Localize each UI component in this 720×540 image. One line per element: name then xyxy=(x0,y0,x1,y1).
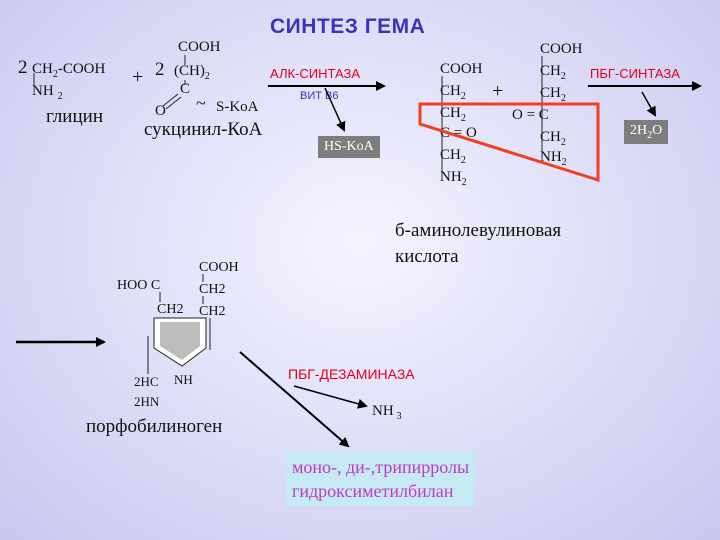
glycine-coefficient: 2 xyxy=(18,57,28,78)
pbg-ch2-left: CH2 xyxy=(157,302,184,317)
vitamin-b6-label: ВИТ В6 xyxy=(300,90,339,102)
ala1-ch2-a: CH2 xyxy=(440,83,466,103)
succinyl-double-bond-a xyxy=(162,93,179,107)
pbg-cooh: COOH xyxy=(199,260,239,275)
enzyme-pbg-deaminase: ПБГ-ДЕЗАМИНАЗА xyxy=(288,366,415,382)
succinyl-skoa: S-KoA xyxy=(216,99,259,115)
enzyme-pbg-synthase: ПБГ-СИНТАЗА xyxy=(590,66,680,81)
deaminase-arrow xyxy=(239,351,350,448)
thioester-tilde: ~ xyxy=(196,93,206,113)
succinyl-coefficient: 2 xyxy=(155,59,165,80)
succinyl-name: сукцинил-КоА xyxy=(144,119,263,140)
products-line2: гидроксиметилбилан xyxy=(292,481,454,501)
ala1-carbonyl: C = O xyxy=(440,125,477,141)
glycine-formula-line1: CH2-COOH xyxy=(32,61,106,81)
succinyl-oxygen: O xyxy=(155,103,166,119)
succinyl-double-bond-b xyxy=(165,96,182,110)
ala1-ch2-c: CH2 xyxy=(440,147,466,167)
ala2-carbonyl: O = C xyxy=(512,107,549,123)
ala1-nh2: NH2 xyxy=(440,169,467,189)
condensation-highlight xyxy=(418,102,600,183)
ala2-ch2-a: CH2 xyxy=(540,63,566,83)
water-box: 2H2O xyxy=(624,120,669,144)
water-release-arrow xyxy=(641,91,656,117)
ala1-ch2-b: CH2 xyxy=(440,105,466,125)
ala2-ch2-b: CH2 xyxy=(540,85,566,105)
ala1-cooh: COOH xyxy=(440,61,483,77)
pbg-name: порфобилиноген xyxy=(86,416,223,437)
ala2-ch2-c: CH2 xyxy=(540,129,566,149)
succinyl-cooh: COOH xyxy=(178,39,221,55)
hskoa-box: HS-KoA xyxy=(318,136,380,158)
pbg-h2c: 2HC xyxy=(134,374,159,389)
succinyl-carbon: C xyxy=(180,81,191,97)
pbg-ring-nh: NH xyxy=(174,372,193,387)
succinyl-ch2: (CH)2 xyxy=(174,63,210,83)
glycine-name: глицин xyxy=(46,106,103,127)
pbg-ch2-right-1: CH2 xyxy=(199,282,226,297)
pbg-ch2-right-2: CH2 xyxy=(199,304,226,319)
plus-sign-2: + xyxy=(492,80,504,102)
ala-name-line1: б-аминолевулиновая xyxy=(395,220,562,241)
ala2-cooh: COOH xyxy=(540,41,583,57)
plus-sign-1: + xyxy=(132,66,144,88)
products-line1: моно-, ди-,трипирролы xyxy=(292,457,470,477)
pbg-hooc: HOO C xyxy=(117,278,161,293)
ala-name-line2: кислота xyxy=(395,246,459,267)
hskoa-release-arrow xyxy=(324,87,346,132)
pyrrole-ring-fill xyxy=(160,322,200,360)
pbg-h2n: 2HN xyxy=(134,394,160,409)
ammonia-release-arrow xyxy=(293,385,368,409)
enzyme-alk-synthase: АЛК-СИНТАЗА xyxy=(270,66,361,81)
page-title: СИНТЕЗ ГЕМА xyxy=(270,15,426,38)
products-box: моно-, ди-,трипирролы гидроксиметилбилан xyxy=(286,452,476,506)
ala2-nh2: NH2 xyxy=(540,149,567,169)
